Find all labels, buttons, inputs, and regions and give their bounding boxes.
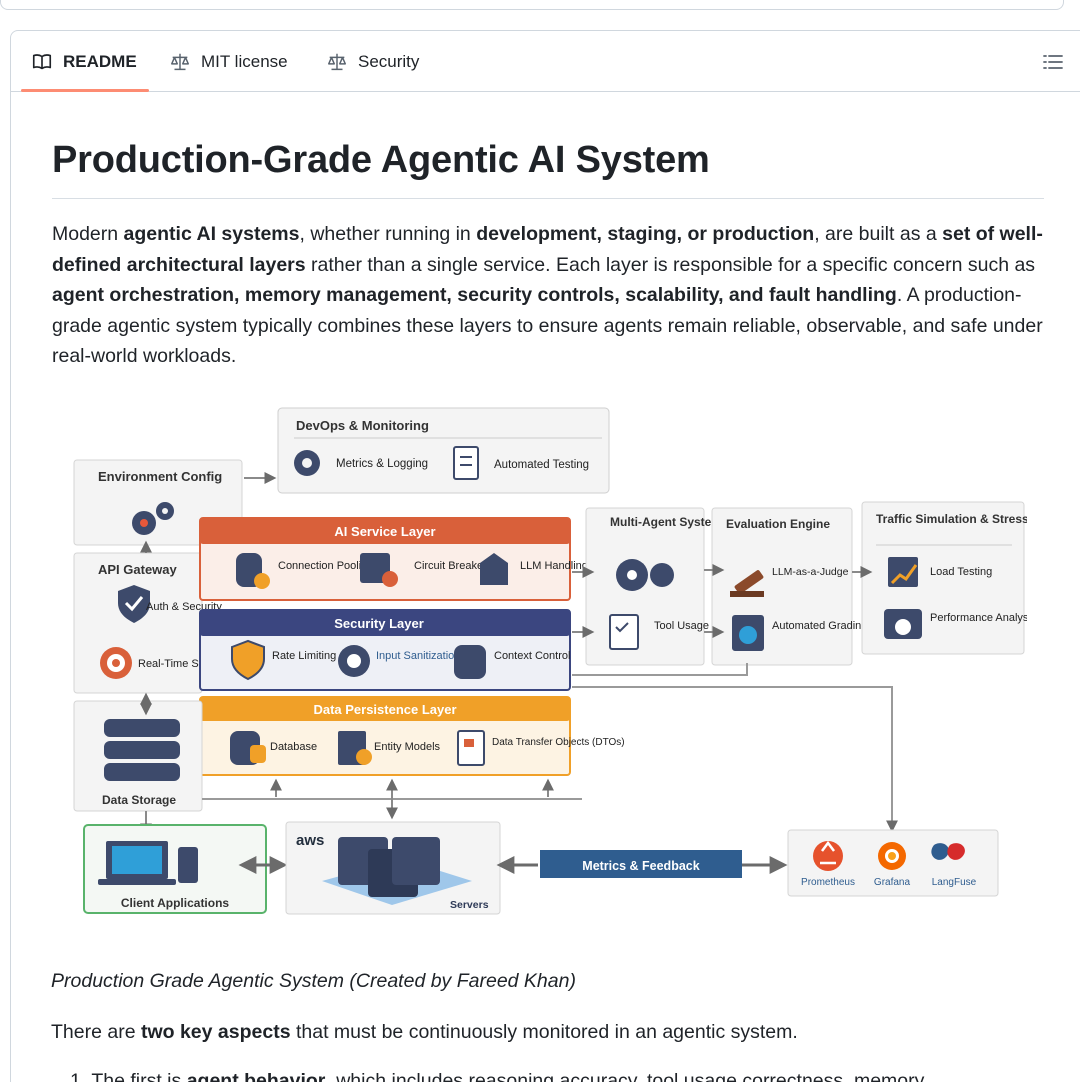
llm-handling-label: LLM Handling xyxy=(520,560,588,572)
server-stack-icon xyxy=(104,719,180,781)
page-title: Production-Grade Agentic AI System xyxy=(52,139,710,181)
servers-label: Servers xyxy=(450,899,489,911)
performance-analysis-label: Performance Analysis xyxy=(930,612,1027,624)
sanitization-icon xyxy=(338,645,370,677)
laptop-phone-icon xyxy=(98,841,198,885)
api-gateway-title: API Gateway xyxy=(98,562,178,577)
tab-security[interactable]: Security xyxy=(326,31,419,92)
ai-service-layer: AI Service Layer Connection Pooling Circ… xyxy=(199,517,588,601)
multi-agent-title: Multi-Agent System xyxy=(610,515,722,529)
automated-testing-label: Automated Testing xyxy=(494,459,589,471)
previous-panel-edge xyxy=(0,0,1064,10)
metrics-logging-label: Metrics & Logging xyxy=(336,458,428,470)
list-item: 1. The first is agent behavior, which in… xyxy=(70,1070,925,1082)
traffic-simulation-box: Traffic Simulation & Stress Testing Load… xyxy=(861,501,1027,655)
input-sanitization-label: Input Sanitization xyxy=(376,650,460,662)
llm-handling-icon xyxy=(480,553,508,585)
metrics-feedback-label: Metrics & Feedback xyxy=(582,859,699,873)
shield-icon xyxy=(231,639,265,681)
automated-grading-label: Automated Grading xyxy=(772,620,867,632)
aspects-paragraph: There are two key aspects that must be c… xyxy=(51,1021,798,1043)
target-icon xyxy=(100,647,132,679)
gauge-icon xyxy=(884,609,922,639)
aws-servers-box: aws Servers xyxy=(285,821,501,915)
checklist-icon xyxy=(453,446,479,480)
scale-icon xyxy=(328,53,346,70)
client-applications-title: Client Applications xyxy=(121,896,230,910)
active-tab-underline xyxy=(21,89,149,92)
load-chart-icon xyxy=(888,557,918,587)
grading-check-icon xyxy=(732,615,764,651)
server-rack-icon xyxy=(338,837,440,897)
dto-label: Data Transfer Objects (DTOs) xyxy=(492,737,625,748)
agent-gears-icon xyxy=(616,559,674,591)
database-icon xyxy=(230,731,266,765)
devops-monitoring-box: DevOps & Monitoring Metrics & Logging Au… xyxy=(277,407,610,494)
database-icon xyxy=(454,645,486,679)
gear-chart-icon xyxy=(294,450,320,476)
traffic-title: Traffic Simulation & Stress Testing xyxy=(876,512,1027,526)
aws-logo-text: aws xyxy=(296,832,324,849)
circuit-breaker-label: Circuit Breaker xyxy=(414,560,487,572)
entity-models-icon xyxy=(338,731,372,765)
shield-icon xyxy=(118,585,150,623)
tab-mit-license-label: MIT license xyxy=(201,51,288,71)
table-of-contents-icon[interactable] xyxy=(1041,50,1065,74)
multi-agent-box: Multi-Agent System Tool Usage xyxy=(585,507,722,666)
data-persistence-layer: Data Persistence Layer Database Entity M… xyxy=(199,696,625,776)
security-title: Security Layer xyxy=(334,616,424,631)
ai-service-title: AI Service Layer xyxy=(334,524,435,539)
rate-limiting-label: Rate Limiting xyxy=(272,650,336,662)
readme-tabs: README MIT license Security xyxy=(11,31,1080,92)
tab-mit-license[interactable]: MIT license xyxy=(169,31,288,92)
database-pool-icon xyxy=(236,553,270,589)
architecture-diagram: DevOps & Monitoring Metrics & Logging Au… xyxy=(73,407,1027,915)
prometheus-icon xyxy=(813,840,843,871)
grafana-icon xyxy=(878,842,906,870)
scale-icon xyxy=(171,53,189,70)
connection-pooling-label: Connection Pooling xyxy=(278,560,373,572)
langfuse-label: LangFuse xyxy=(932,877,977,888)
title-divider xyxy=(52,198,1044,199)
monitoring-tools-box: Prometheus Grafana LangFuse xyxy=(787,829,999,897)
context-control-label: Context Control xyxy=(494,650,570,662)
metrics-feedback-bar: Metrics & Feedback xyxy=(540,850,742,878)
evaluation-title: Evaluation Engine xyxy=(726,517,830,531)
data-storage-title: Data Storage xyxy=(102,793,176,807)
circuit-breaker-icon xyxy=(360,553,398,587)
dto-document-icon xyxy=(457,730,485,766)
grafana-label: Grafana xyxy=(874,877,911,888)
checklist-icon xyxy=(609,614,639,650)
intro-paragraph: Modern agentic AI systems, whether runni… xyxy=(52,223,1043,368)
tab-security-label: Security xyxy=(358,51,420,71)
prometheus-label: Prometheus xyxy=(801,877,855,888)
tab-readme-label: README xyxy=(63,51,137,71)
devops-title: DevOps & Monitoring xyxy=(296,418,429,433)
diagram-caption: Production Grade Agentic System (Created… xyxy=(51,970,576,992)
data-persistence-title: Data Persistence Layer xyxy=(313,702,456,717)
client-applications-box: Client Applications xyxy=(83,824,267,914)
load-testing-label: Load Testing xyxy=(930,566,992,578)
database-label: Database xyxy=(270,741,317,753)
entity-models-label: Entity Models xyxy=(374,741,441,753)
environment-config-title: Environment Config xyxy=(98,469,222,484)
readme-content: Production-Grade Agentic AI System Moder… xyxy=(52,92,1047,372)
book-icon xyxy=(32,53,52,69)
data-storage-box: Data Storage xyxy=(73,700,203,812)
gavel-icon xyxy=(730,570,764,597)
evaluation-engine-box: Evaluation Engine LLM-as-a-Judge Automat… xyxy=(711,507,867,666)
api-gateway-box: API Gateway Auth & Security Real-Time St… xyxy=(73,552,242,694)
gears-icon xyxy=(132,502,174,535)
langfuse-icon xyxy=(931,843,965,860)
tab-readme[interactable]: README xyxy=(31,31,137,92)
tool-usage-label: Tool Usage xyxy=(654,620,709,632)
security-layer: Security Layer Rate Limiting Input Sanit… xyxy=(199,609,571,691)
llm-as-a-judge-label: LLM-as-a-Judge xyxy=(772,566,849,578)
